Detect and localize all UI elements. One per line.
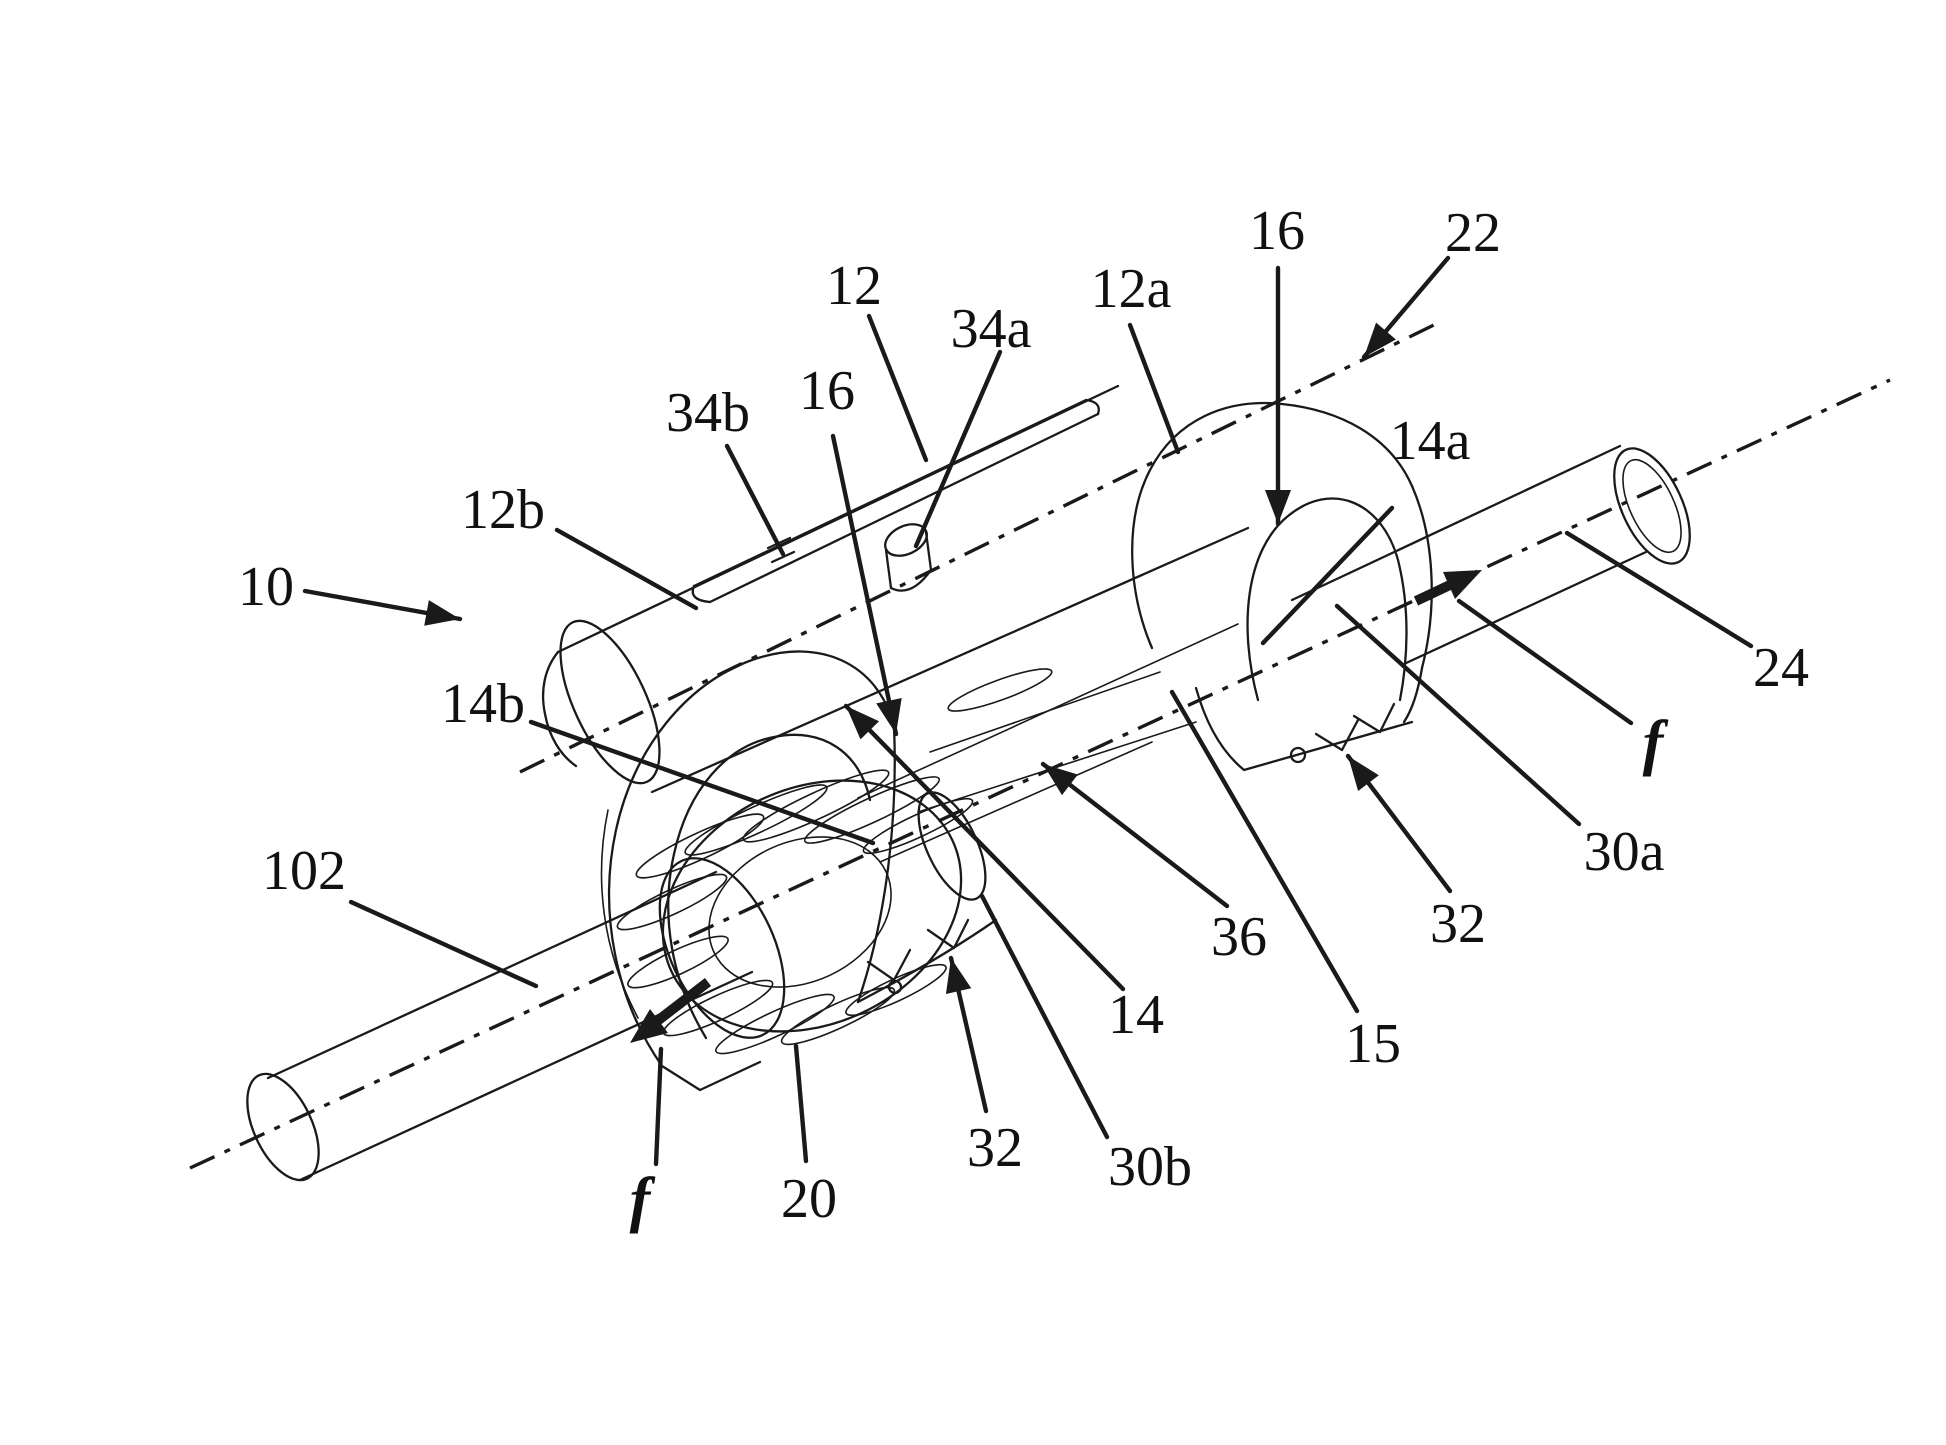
reference-numeral: 16 <box>799 360 855 422</box>
callout-14: 14 <box>843 703 1164 1046</box>
leader-line <box>528 719 876 846</box>
leader-line <box>1169 689 1360 1014</box>
reference-numeral: 14 <box>1108 984 1164 1046</box>
callout-32: 32 <box>1345 753 1486 955</box>
leader-line <box>653 1046 664 1167</box>
top-slot-16 <box>691 398 1100 604</box>
reference-numeral: 36 <box>1211 906 1267 968</box>
reference-numeral: 12 <box>826 255 882 317</box>
rod-axis-centerline <box>189 378 1891 1170</box>
leader-line <box>843 703 1126 992</box>
reference-numeral: 12a <box>1091 258 1172 320</box>
leader-line <box>913 349 1003 549</box>
leader-line <box>554 527 699 611</box>
callout-12a: 12a <box>1091 258 1181 455</box>
leader-line <box>1334 603 1582 827</box>
right-clamp-foot-tabs <box>1314 702 1396 752</box>
callout-34a: 34a <box>913 298 1032 549</box>
callout-16: 16 <box>1249 200 1305 527</box>
callout-14a: 14a <box>1260 410 1471 646</box>
reference-numeral: 30b <box>1108 1136 1192 1198</box>
callout-14b: 14b <box>441 673 876 846</box>
leader-line <box>830 433 899 737</box>
callout-30b: 30b <box>979 893 1192 1198</box>
callout-f: f <box>630 1046 664 1234</box>
knurl-flutes <box>616 769 974 1055</box>
leader-line <box>1040 761 1230 909</box>
leader-line <box>1456 598 1634 726</box>
leader-line <box>1564 530 1754 649</box>
knurled-knob-20 <box>616 769 987 1055</box>
leader-line <box>866 313 929 463</box>
leader-arrowhead-icon <box>1265 490 1291 524</box>
rod-24 <box>1290 444 1691 666</box>
reference-numeral: 34b <box>666 382 750 444</box>
reference-numeral: 20 <box>781 1168 837 1230</box>
force-arrow-right-icon <box>1413 570 1482 606</box>
callout-15: 15 <box>1169 689 1401 1075</box>
callout-36: 36 <box>1040 761 1267 968</box>
leader-arrowhead-icon <box>846 706 880 740</box>
reference-numeral: 15 <box>1345 1013 1401 1075</box>
barrel-left-end-cap <box>559 619 661 785</box>
leader-arrowhead-icon <box>945 958 972 995</box>
rod-24-end-face <box>1613 447 1691 565</box>
reference-numeral: 14b <box>441 673 525 735</box>
rod-102-end-face <box>246 1072 320 1182</box>
leader-line <box>1127 322 1181 455</box>
reference-numeral: 32 <box>967 1117 1023 1179</box>
reference-numeral: 16 <box>1249 200 1305 262</box>
rod-102 <box>246 870 754 1182</box>
leader-line <box>979 893 1110 1140</box>
callout-10: 10 <box>238 556 463 626</box>
callout-12b: 12b <box>461 479 699 611</box>
reference-numeral: 32 <box>1430 893 1486 955</box>
leader-arrowhead-icon <box>876 698 902 734</box>
housing-barrel-12 <box>541 384 1250 863</box>
leader-arrowhead-icon <box>1043 764 1078 796</box>
leader-arrowhead-icon <box>1348 756 1379 791</box>
leader-arrowhead-icon <box>424 600 460 626</box>
force-arrow-left-icon <box>630 978 712 1043</box>
callout-12: 12 <box>826 255 929 463</box>
callout-34b: 34b <box>666 382 786 557</box>
right-clamp-14a <box>1131 401 1433 772</box>
leader-line <box>793 1043 809 1164</box>
bore-34a <box>884 523 933 592</box>
callout-32: 32 <box>945 955 1023 1179</box>
reference-numeral: 34a <box>951 298 1032 360</box>
saddle-slot <box>947 668 1053 712</box>
reference-numeral: 12b <box>461 479 545 541</box>
reference-numeral: 30a <box>1584 821 1665 883</box>
callout-f: f <box>1456 598 1669 777</box>
body-axis-centerline-22 <box>519 320 1441 774</box>
right-clamp-pin <box>1289 746 1307 764</box>
reference-numeral: 14a <box>1390 410 1471 472</box>
reference-numeral: 102 <box>262 840 346 902</box>
reference-numeral: 10 <box>238 556 294 618</box>
reference-numeral: 22 <box>1445 202 1501 264</box>
callout-layer: 10 12 34a 12a 16 22 34b 16 14a 12b 24 14b f 30a 102 32 3… <box>238 200 1809 1234</box>
reference-numeral: f <box>1643 709 1669 777</box>
callout-30a: 30a <box>1334 603 1665 883</box>
leader-arrowhead-icon <box>1364 322 1396 357</box>
callout-102: 102 <box>262 840 539 989</box>
callout-16: 16 <box>799 360 902 737</box>
reference-numeral: 24 <box>1753 637 1809 699</box>
leader-line <box>348 899 539 989</box>
callout-24: 24 <box>1564 530 1809 699</box>
reference-numeral: f <box>630 1166 656 1234</box>
leader-line <box>1260 505 1395 646</box>
callout-22: 22 <box>1361 202 1501 360</box>
leader-line <box>724 443 786 557</box>
callout-20: 20 <box>781 1043 837 1230</box>
